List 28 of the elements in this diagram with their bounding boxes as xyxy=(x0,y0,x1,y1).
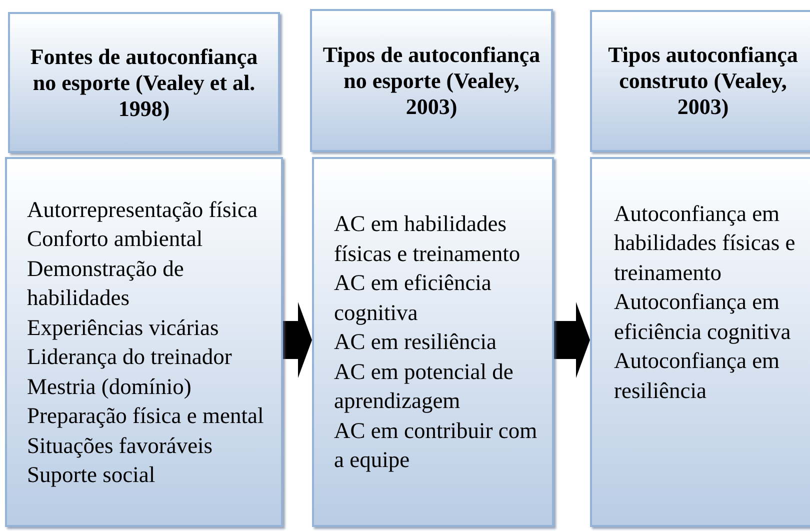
header-box xyxy=(590,10,810,152)
list-item: AC em habilidades físicas e treinamento xyxy=(334,210,522,268)
list-item: AC em eficiência cognitiva xyxy=(334,269,492,327)
block-arrow xyxy=(554,302,590,378)
header-box xyxy=(8,12,280,153)
list-box xyxy=(312,157,554,527)
header-text: Tipos autoconfiança construto (Vealey, 2003) xyxy=(607,42,799,120)
block-arrow xyxy=(283,302,312,378)
list-item: Autorrepresentação física xyxy=(27,196,259,224)
list-item: Suporte social xyxy=(27,461,156,489)
header-text: Fontes de autoconfiança no esporte (Vealey et al. 1998) xyxy=(29,44,259,122)
list-item: Preparação física e mental xyxy=(27,402,265,430)
header-text: Tipos de autoconfiança no esporte (Vealey, 2003) xyxy=(322,42,541,120)
header-box xyxy=(310,9,553,152)
list-item: AC em resiliência xyxy=(334,328,498,356)
list-item: Conforto ambiental xyxy=(27,225,204,253)
list-item: Experiências vicárias xyxy=(27,314,220,342)
list-item: Demonstração de habilidades xyxy=(27,254,185,312)
list-box xyxy=(590,157,810,527)
list-item: AC em contribuir com a equipe xyxy=(334,416,538,474)
list-item: Autoconfiança em habilidades físicas e treinamento xyxy=(614,200,796,287)
list-item: Situações favoráveis xyxy=(27,432,214,460)
list-item: Mestria (domínio) xyxy=(27,372,192,401)
list-item: AC em potencial de aprendizagem xyxy=(334,358,514,416)
list-box xyxy=(5,157,283,527)
list-item: Autoconfiança em resiliência xyxy=(614,347,781,405)
list-item: Autoconfiança em eficiência cognitiva xyxy=(614,288,792,346)
list-item: Liderança do treinador xyxy=(27,343,233,371)
